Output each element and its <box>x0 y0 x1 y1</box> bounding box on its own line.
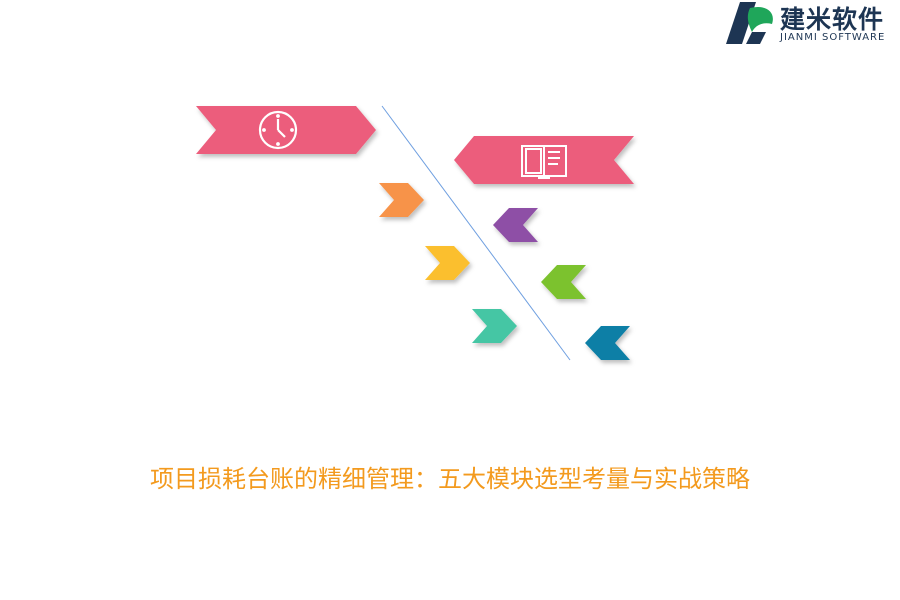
chevron-blue <box>585 326 630 360</box>
page-title: 项目损耗台账的精细管理：五大模块选型考量与实战策略 <box>150 465 750 493</box>
brand-logo: 建米软件 JIANMI SOFTWARE <box>722 0 900 48</box>
logo-mark-icon <box>726 2 773 44</box>
book-icon <box>521 145 567 179</box>
top-left-banner <box>196 106 376 154</box>
chevron-teal <box>472 309 517 343</box>
chevron-green <box>541 265 586 299</box>
spine-line <box>381 105 571 361</box>
logo-name-cn: 建米软件 <box>780 5 885 34</box>
chevron-purple <box>493 208 538 242</box>
logo-name-en: JIANMI SOFTWARE <box>780 32 886 43</box>
chevron-yellow <box>425 246 470 280</box>
clock-icon <box>258 110 298 150</box>
chevron-orange <box>379 183 424 217</box>
